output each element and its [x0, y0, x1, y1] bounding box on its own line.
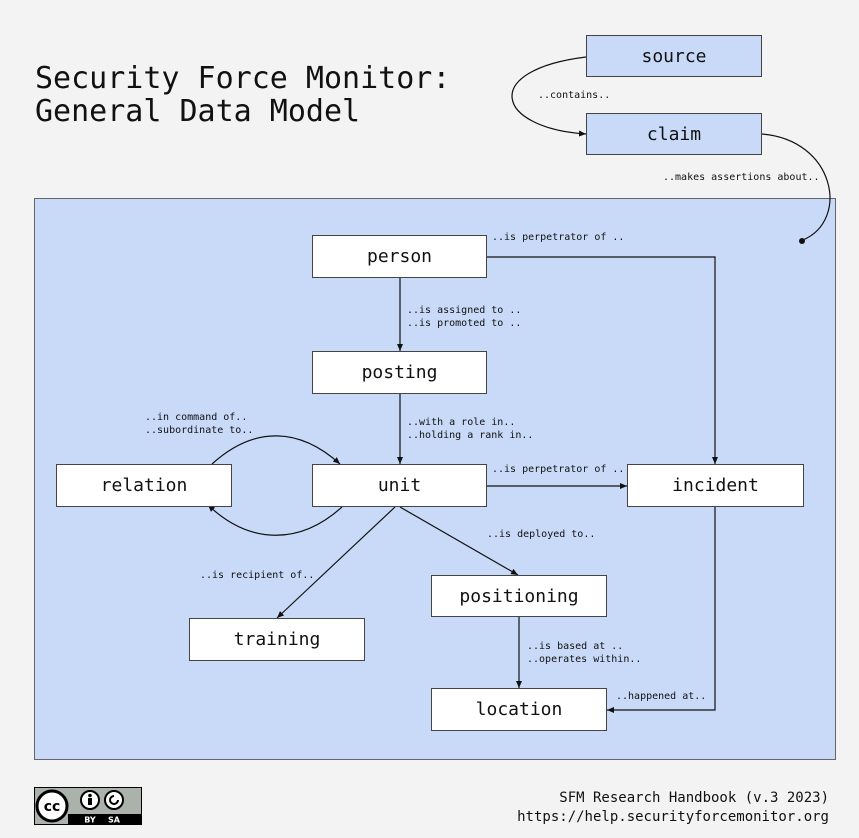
cc-text: cc: [44, 799, 61, 815]
edge-unit-training: [276, 506, 396, 619]
label-recipient: ..is recipient of..: [200, 570, 315, 581]
node-positioning: positioning: [431, 575, 607, 617]
node-relation: relation: [56, 464, 232, 507]
label-deployed: ..is deployed to..: [487, 529, 596, 540]
node-posting: posting: [312, 351, 487, 394]
label-assigned-promoted: ..is assigned to .. ..is promoted to ..: [407, 304, 521, 330]
label-role-rank: ..with a role in.. ..holding a rank in..: [407, 416, 533, 442]
label-makes-assertions: ..makes assertions about..: [663, 172, 820, 183]
node-incident: incident: [627, 464, 804, 507]
by-text: BY: [84, 816, 96, 825]
cc-by-sa-license-badge[interactable]: cc BY SA: [34, 787, 142, 825]
label-subordinate: ..subordinate to..: [145, 425, 254, 436]
label-contains: ..contains..: [538, 90, 611, 101]
edge-unit-positioning: [399, 506, 519, 576]
title-line-2: General Data Model: [35, 94, 361, 129]
label-based-at: ..is based at ..: [527, 641, 624, 652]
footer-handbook-version: SFM Research Handbook (v.3 2023): [559, 790, 829, 806]
label-with-role: ..with a role in..: [407, 417, 516, 428]
footer-credits: SFM Research Handbook (v.3 2023) https:/…: [517, 789, 829, 827]
edge-relation-unit: [211, 435, 341, 465]
label-happened-at: ..happened at..: [616, 691, 707, 702]
label-operates-within: ..operates within..: [527, 654, 642, 665]
footer-url[interactable]: https://help.securityforcemonitor.org: [517, 809, 829, 825]
label-command-subordinate: ..in command of.. ..subordinate to..: [145, 411, 253, 437]
title-line-1: Security Force Monitor:: [35, 61, 451, 96]
diagram-title: Security Force Monitor: General Data Mod…: [35, 62, 450, 128]
label-promoted: ..is promoted to ..: [407, 318, 522, 329]
label-based-operates: ..is based at .. ..operates within..: [527, 640, 641, 666]
share-alike-icon: [104, 790, 124, 810]
node-unit: unit: [312, 464, 487, 507]
edge-person-incident: [487, 256, 718, 464]
assertion-endpoint-dot: [799, 238, 805, 244]
node-source: source: [586, 35, 762, 77]
label-in-command: ..in command of..: [145, 412, 248, 423]
node-claim: claim: [586, 113, 762, 155]
label-unit-perpetrator: ..is perpetrator of ..: [492, 464, 625, 475]
sa-text: SA: [108, 816, 121, 825]
label-assigned: ..is assigned to ..: [407, 305, 522, 316]
node-location: location: [431, 688, 607, 731]
edge-source-claim: [511, 56, 587, 137]
node-training: training: [189, 618, 365, 661]
edge-incident-location: [607, 507, 716, 713]
cc-icon: [35, 789, 69, 823]
edge-unit-relation: [207, 504, 343, 536]
label-person-perpetrator: ..is perpetrator of ..: [492, 232, 625, 243]
edge-claim-model: [761, 133, 831, 241]
node-person: person: [312, 235, 487, 278]
label-holding-rank: ..holding a rank in..: [407, 430, 534, 441]
